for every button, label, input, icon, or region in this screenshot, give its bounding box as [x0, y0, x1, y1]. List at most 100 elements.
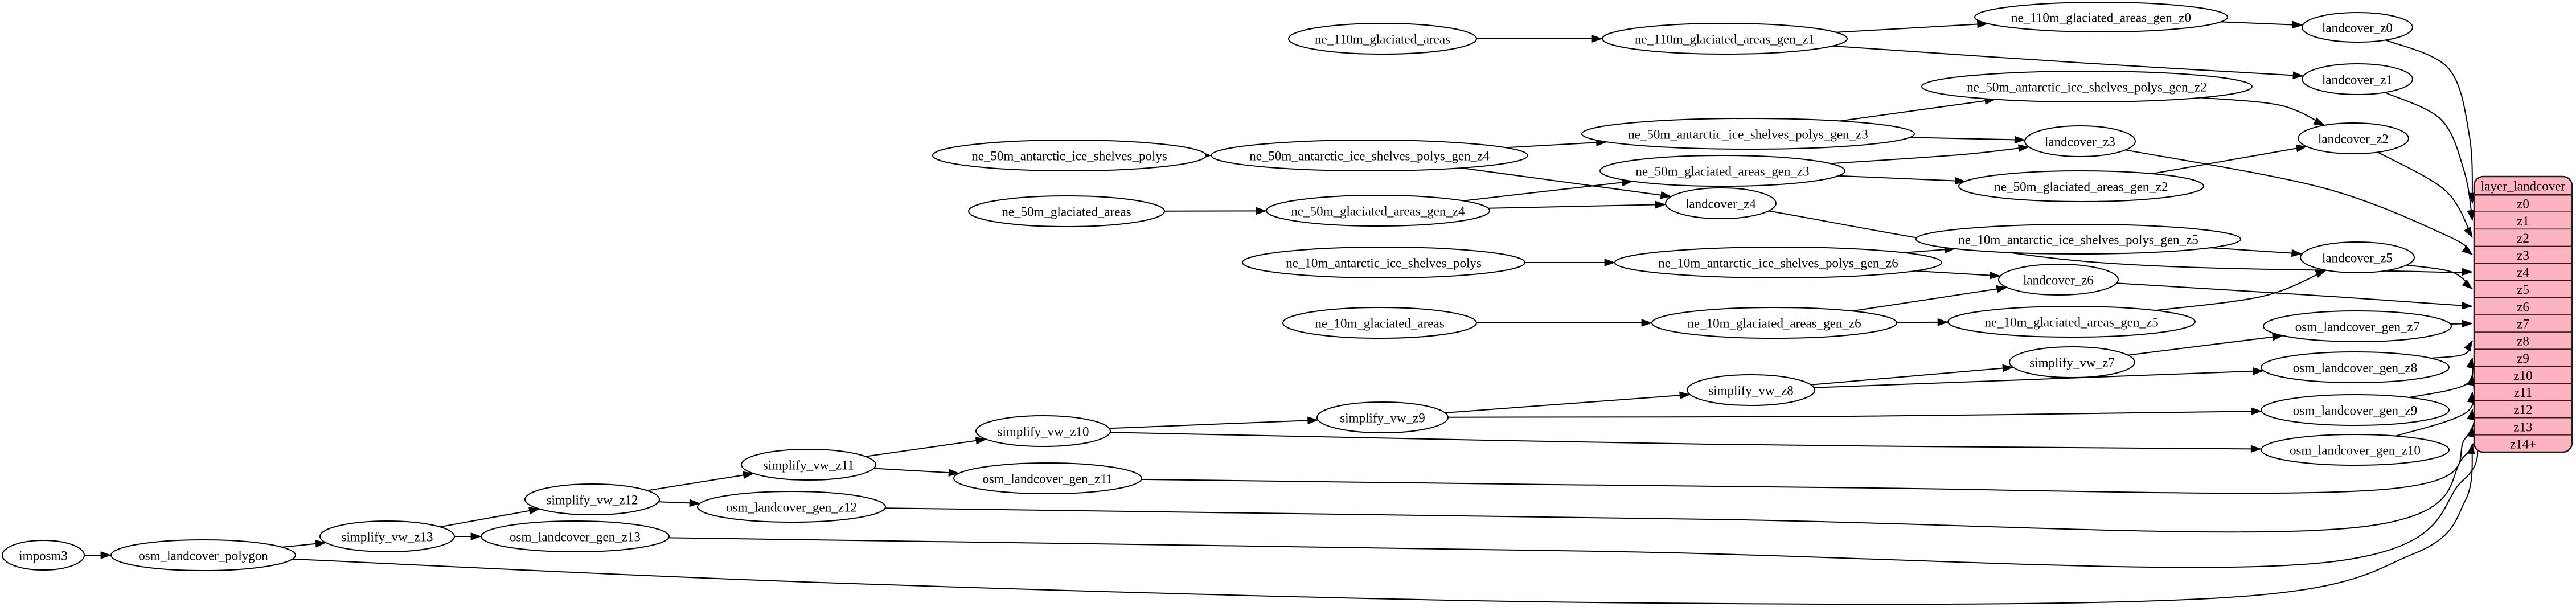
- layer-table-row-z12: z12: [2513, 403, 2532, 417]
- node-ellipse-osm_landcover_gen_z12: [697, 491, 886, 523]
- edge-ne_50m_glaciated_areas_gen_z3-to-landcover_z3: [1830, 144, 2029, 165]
- node-label-ne_10m_glaciated_areas: ne_10m_glaciated_areas: [1315, 317, 1444, 331]
- edge-simplify_vw_z9-to-simplify_vw_z8: [1445, 391, 1691, 413]
- node-ellipse-osm_landcover_gen_z8: [2261, 351, 2450, 383]
- node-label-landcover_z4: landcover_z4: [1685, 197, 1756, 211]
- edge-ne_50m_antarctic_ice_shelves_polys_gen_z3-to-landcover_z3: [1909, 136, 2026, 144]
- node-ellipse-landcover_z6: [1998, 264, 2119, 296]
- edge-osm_landcover_gen_z11-to-layer-z11: [1141, 391, 2476, 494]
- node-ne_110m_glaciated_areas_gen_z1: ne_110m_glaciated_areas_gen_z1: [1602, 23, 1848, 55]
- node-label-osm_landcover_gen_z10: osm_landcover_gen_z10: [2290, 444, 2421, 458]
- node-label-landcover_z2: landcover_z2: [2318, 132, 2389, 146]
- node-ne_50m_glaciated_areas_gen_z4: ne_50m_glaciated_areas_gen_z4: [1266, 195, 1490, 227]
- node-label-simplify_vw_z10: simplify_vw_z10: [998, 425, 1089, 439]
- edge-landcover_z1-to-layer-z1: [2384, 92, 2475, 222]
- edge-simplify_vw_z8-to-simplify_vw_z7: [1811, 364, 2014, 386]
- edge-ne_50m_antarctic_ice_shelves_polys_gen_z2-to-landcover_z2: [2201, 97, 2325, 126]
- node-label-landcover_z3: landcover_z3: [2045, 135, 2115, 149]
- node-ne_50m_antarctic_ice_shelves_polys_gen_z2: ne_50m_antarctic_ice_shelves_polys_gen_z…: [1921, 71, 2253, 102]
- node-label-landcover_z0: landcover_z0: [2322, 21, 2393, 35]
- node-ellipse-simplify_vw_z7: [2009, 346, 2135, 378]
- node-ellipse-ne_50m_antarctic_ice_shelves_polys_gen_z4: [1211, 140, 1528, 171]
- edge-ne_10m_antarctic_ice_shelves_polys_gen_z5-to-landcover_z5: [2210, 247, 2303, 257]
- node-landcover_z0: landcover_z0: [2302, 12, 2413, 43]
- layer-table-row-z1: z1: [2517, 214, 2529, 228]
- node-ellipse-ne_10m_antarctic_ice_shelves_polys: [1242, 247, 1525, 278]
- node-ne_50m_antarctic_ice_shelves_polys_gen_z3: ne_50m_antarctic_ice_shelves_polys_gen_z…: [1581, 118, 1915, 150]
- node-landcover_z3: landcover_z3: [2024, 125, 2136, 157]
- edge-ne_10m_glaciated_areas_gen_z6-to-landcover_z6: [1852, 285, 2008, 312]
- node-ellipse-osm_landcover_polygon: [110, 539, 296, 571]
- node-ellipse-simplify_vw_z9: [1316, 401, 1449, 433]
- layer-table-row-z2: z2: [2517, 231, 2529, 245]
- edge-osm_landcover_gen_z7-to-layer-z7: [2450, 319, 2473, 328]
- node-label-osm_landcover_gen_z7: osm_landcover_gen_z7: [2295, 320, 2419, 334]
- node-label-ne_50m_glaciated_areas_gen_z4: ne_50m_glaciated_areas_gen_z4: [1291, 204, 1465, 219]
- node-ne_110m_glaciated_areas_gen_z0: ne_110m_glaciated_areas_gen_z0: [1974, 2, 2228, 32]
- node-label-ne_10m_antarctic_ice_shelves_polys_gen_z6: ne_10m_antarctic_ice_shelves_polys_gen_z…: [1658, 256, 1898, 270]
- node-label-ne_50m_glaciated_areas_gen_z3: ne_50m_glaciated_areas_gen_z3: [1635, 165, 1809, 179]
- node-label-ne_50m_glaciated_areas: ne_50m_glaciated_areas: [1002, 205, 1131, 219]
- node-ellipse-ne_50m_glaciated_areas_gen_z4: [1266, 195, 1490, 227]
- edge-simplify_vw_z10-to-simplify_vw_z9: [1109, 416, 1319, 429]
- layer-table-row-z8: z8: [2517, 334, 2529, 348]
- node-ne_50m_antarctic_ice_shelves_polys: ne_50m_antarctic_ice_shelves_polys: [932, 140, 1207, 171]
- node-label-ne_10m_antarctic_ice_shelves_polys_gen_z5: ne_10m_antarctic_ice_shelves_polys_gen_z…: [1958, 233, 2198, 247]
- edge-ne_110m_glaciated_areas_gen_z0-to-landcover_z0: [2221, 20, 2303, 29]
- node-simplify_vw_z10: simplify_vw_z10: [975, 415, 1111, 447]
- node-label-osm_landcover_gen_z11: osm_landcover_gen_z11: [982, 472, 1113, 486]
- node-label-simplify_vw_z7: simplify_vw_z7: [2029, 356, 2115, 370]
- edge-ne_50m_glaciated_areas_gen_z4-to-ne_50m_glaciated_areas_gen_z3: [1463, 178, 1633, 202]
- node-label-simplify_vw_z8: simplify_vw_z8: [1708, 384, 1794, 398]
- node-ellipse-osm_landcover_gen_z9: [2261, 394, 2450, 426]
- node-label-ne_10m_antarctic_ice_shelves_polys: ne_10m_antarctic_ice_shelves_polys: [1286, 256, 1482, 270]
- edge-simplify_vw_z10-to-osm_landcover_gen_z10: [1110, 432, 2262, 453]
- edge-simplify_vw_z7-to-osm_landcover_gen_z7: [2127, 333, 2284, 356]
- node-ellipse-ne_50m_antarctic_ice_shelves_polys_gen_z2: [1921, 71, 2253, 102]
- node-ne_50m_glaciated_areas_gen_z2: ne_50m_glaciated_areas_gen_z2: [1958, 170, 2204, 202]
- node-ne_10m_antarctic_ice_shelves_polys: ne_10m_antarctic_ice_shelves_polys: [1242, 247, 1525, 278]
- node-label-ne_10m_glaciated_areas_gen_z5: ne_10m_glaciated_areas_gen_z5: [1984, 315, 2158, 330]
- layer-table-row-z13: z13: [2513, 420, 2532, 434]
- node-ellipse-landcover_z3: [2024, 125, 2136, 157]
- node-simplify_vw_z8: simplify_vw_z8: [1687, 374, 1815, 406]
- node-ne_50m_glaciated_areas: ne_50m_glaciated_areas: [968, 195, 1165, 227]
- node-ellipse-ne_50m_antarctic_ice_shelves_polys_gen_z3: [1581, 118, 1915, 150]
- node-simplify_vw_z9: simplify_vw_z9: [1316, 401, 1449, 433]
- node-osm_landcover_gen_z11: osm_landcover_gen_z11: [953, 462, 1142, 494]
- node-ellipse-ne_110m_glaciated_areas_gen_z0: [1974, 2, 2228, 32]
- node-label-landcover_z5: landcover_z5: [2322, 251, 2393, 265]
- node-ellipse-ne_10m_glaciated_areas_gen_z5: [1947, 306, 2196, 338]
- node-osm_landcover_gen_z10: osm_landcover_gen_z10: [2261, 434, 2450, 466]
- edge-ne_10m_glaciated_areas_gen_z5-to-landcover_z5: [2155, 269, 2327, 311]
- edge-simplify_vw_z12-to-simplify_vw_z11: [647, 471, 754, 491]
- node-label-landcover_z1: landcover_z1: [2322, 73, 2393, 87]
- node-label-imposm3: imposm3: [19, 549, 68, 563]
- node-simplify_vw_z7: simplify_vw_z7: [2009, 346, 2135, 378]
- node-ellipse-osm_landcover_gen_z7: [2263, 310, 2452, 342]
- node-ne_10m_antarctic_ice_shelves_polys_gen_z5: ne_10m_antarctic_ice_shelves_polys_gen_z…: [1915, 224, 2241, 255]
- layer-table-row-z5: z5: [2517, 282, 2529, 297]
- node-label-ne_50m_antarctic_ice_shelves_polys: ne_50m_antarctic_ice_shelves_polys: [971, 149, 1167, 163]
- edge-simplify_vw_z9-to-osm_landcover_gen_z9: [1447, 407, 2262, 418]
- node-imposm3: imposm3: [2, 540, 85, 571]
- node-ne_10m_glaciated_areas_gen_z6: ne_10m_glaciated_areas_gen_z6: [1651, 307, 1897, 339]
- layer-table-row-z7: z7: [2517, 317, 2529, 331]
- node-ne_10m_antarctic_ice_shelves_polys_gen_z6: ne_10m_antarctic_ice_shelves_polys_gen_z…: [1614, 247, 1942, 278]
- edge-landcover_z5-to-layer-z5: [2406, 264, 2473, 290]
- node-ellipse-landcover_z1: [2302, 63, 2413, 95]
- layer-table-row-z9: z9: [2517, 351, 2529, 366]
- node-ne_50m_glaciated_areas_gen_z3: ne_50m_glaciated_areas_gen_z3: [1599, 155, 1845, 187]
- node-ne_50m_antarctic_ice_shelves_polys_gen_z4: ne_50m_antarctic_ice_shelves_polys_gen_z…: [1211, 140, 1528, 171]
- layer-table-title: layer_landcover: [2481, 179, 2565, 194]
- node-ellipse-ne_10m_antarctic_ice_shelves_polys_gen_z6: [1614, 247, 1942, 278]
- node-ellipse-osm_landcover_gen_z11: [953, 462, 1142, 494]
- node-ellipse-landcover_z5: [2300, 241, 2415, 273]
- node-label-osm_landcover_gen_z9: osm_landcover_gen_z9: [2293, 404, 2417, 418]
- node-label-ne_50m_glaciated_areas_gen_z2: ne_50m_glaciated_areas_gen_z2: [1994, 180, 2168, 194]
- edge-landcover_z0-to-layer-z0: [2385, 39, 2476, 204]
- node-ellipse-ne_10m_glaciated_areas: [1282, 307, 1477, 339]
- node-simplify_vw_z13: simplify_vw_z13: [319, 520, 455, 552]
